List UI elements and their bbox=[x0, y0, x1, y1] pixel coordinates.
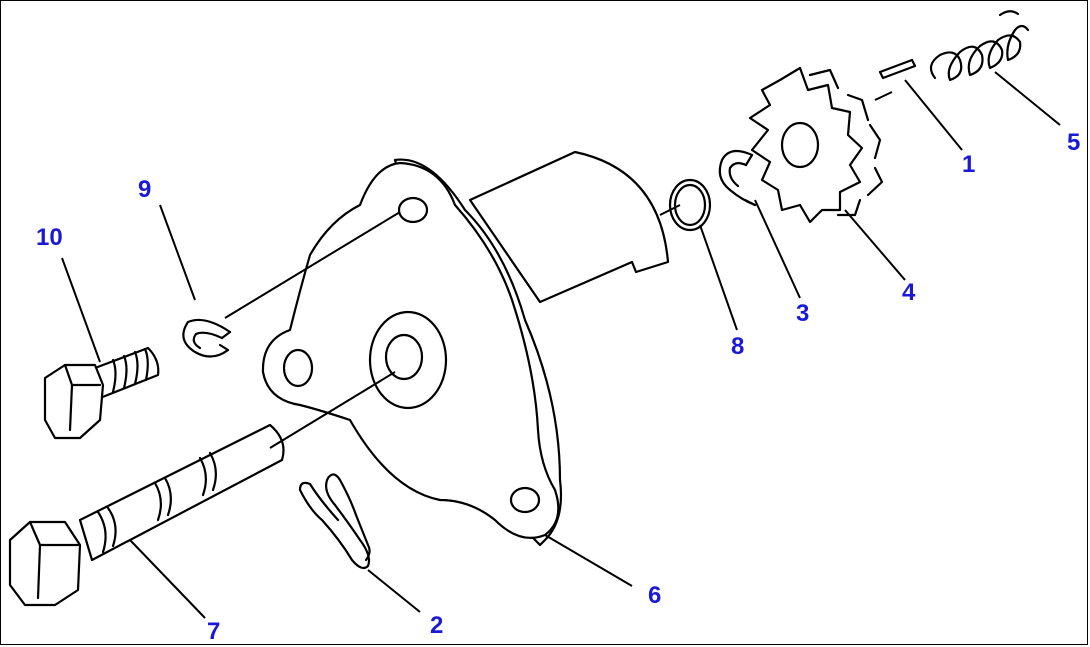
callout-10: 10 bbox=[36, 224, 63, 251]
callout-1: 1 bbox=[962, 151, 976, 178]
part-4-gear bbox=[748, 66, 884, 224]
part-10-bolt bbox=[43, 346, 160, 440]
part-1-key bbox=[878, 58, 917, 80]
part-8-o-ring bbox=[668, 178, 712, 232]
callout-8: 8 bbox=[731, 333, 745, 360]
callout-7: 7 bbox=[207, 618, 221, 645]
part-6-housing bbox=[261, 150, 670, 547]
part-5-spring bbox=[929, 10, 1030, 82]
part-3-snap-ring bbox=[718, 149, 757, 207]
callout-9: 9 bbox=[138, 176, 152, 203]
leader-lines bbox=[61, 71, 1061, 619]
callout-6: 6 bbox=[648, 582, 662, 609]
callout-2: 2 bbox=[430, 612, 444, 639]
callout-3: 3 bbox=[796, 300, 810, 327]
part-9-snap-ring bbox=[182, 318, 232, 358]
callout-5: 5 bbox=[1067, 129, 1081, 156]
part-7-shaft bbox=[8, 423, 285, 607]
part-2-cotter-pin bbox=[298, 473, 371, 570]
callout-4: 4 bbox=[902, 279, 916, 306]
assembly-axis-lines bbox=[224, 91, 893, 449]
